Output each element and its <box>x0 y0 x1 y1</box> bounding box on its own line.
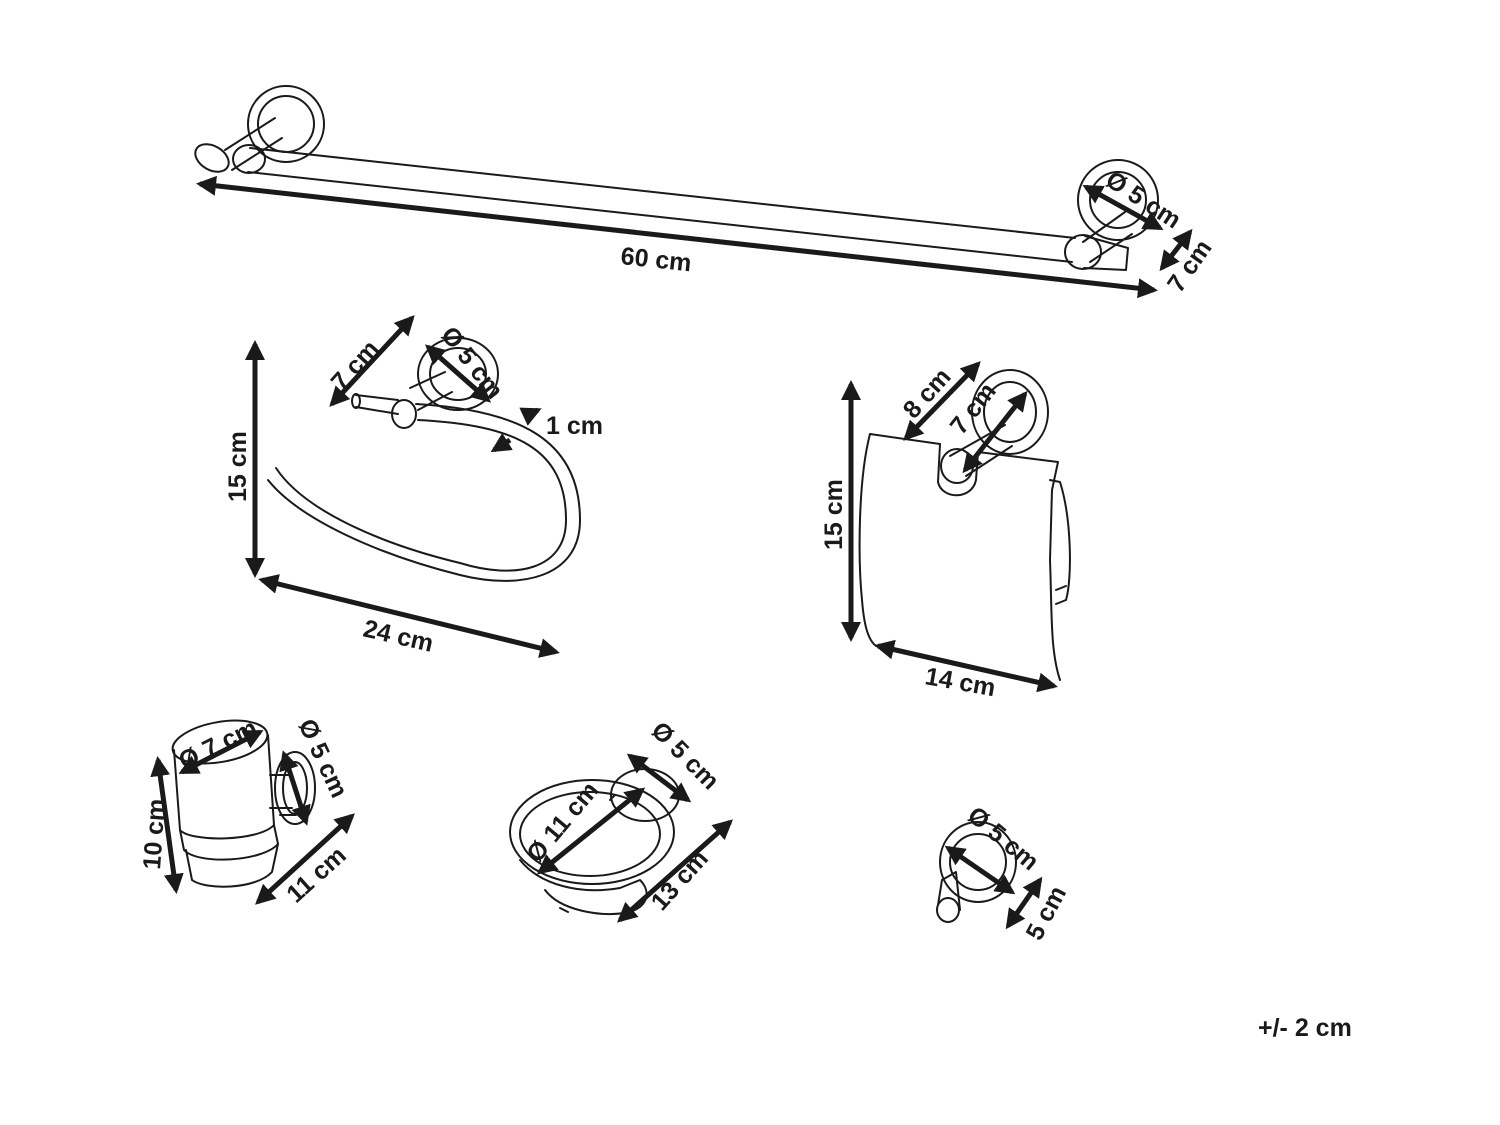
cup-holder-depth-arrow <box>255 813 355 905</box>
towel-bar-length-arrow <box>196 175 1158 299</box>
cup-holder-height-arrow <box>150 756 184 894</box>
paper-holder-depth-a-arrow <box>903 361 981 441</box>
soap-dish-diameter-arrow <box>536 787 646 875</box>
towel-bar-depth-arrow <box>1159 228 1193 272</box>
towel-bar-depth-label: 7 cm <box>1162 235 1218 298</box>
soap-dish-depth-label: 13 cm <box>646 845 714 916</box>
towel-bar-rose-arrow <box>1082 184 1164 231</box>
towel-ring-tube-arrow-top <box>519 407 542 426</box>
robe-hook-depth-label: 5 cm <box>1021 881 1072 944</box>
towel-ring-rose-arrow <box>425 344 491 403</box>
towel-ring-width-arrow <box>258 574 560 658</box>
robe-hook-rose-arrow <box>944 845 1016 895</box>
towel-ring-depth-arrow <box>329 315 415 407</box>
cup-holder-rose-arrow <box>279 750 311 826</box>
paper-holder-width-arrow <box>874 639 1058 693</box>
tolerance-note: +/- 2 cm <box>1258 1014 1352 1042</box>
cup-holder-rose-label: Ø 5 cm <box>293 715 354 802</box>
soap-dish-depth-arrow <box>617 819 733 923</box>
towel-ring-tube-arrow-bottom <box>490 433 513 453</box>
towel-ring-drawing <box>267 337 581 582</box>
towel-ring-tube-label: 1 cm <box>546 412 603 440</box>
cup-holder-diameter-arrow <box>178 729 264 775</box>
soap-dish-rose-arrow <box>626 753 692 803</box>
towel-bar-length-label: 60 cm <box>619 242 692 277</box>
towel-bar-drawing <box>194 85 1159 271</box>
towel-ring-height-label: 15 cm <box>224 431 252 502</box>
paper-holder-height-label: 15 cm <box>820 479 848 550</box>
robe-hook-depth-arrow <box>1005 876 1043 930</box>
paper-holder-depth-b-arrow <box>962 390 1028 474</box>
soap-dish-rose-label: Ø 5 cm <box>646 716 725 795</box>
cup-holder-height-label: 10 cm <box>138 798 171 871</box>
towel-ring-depth-label: 7 cm <box>326 335 385 396</box>
